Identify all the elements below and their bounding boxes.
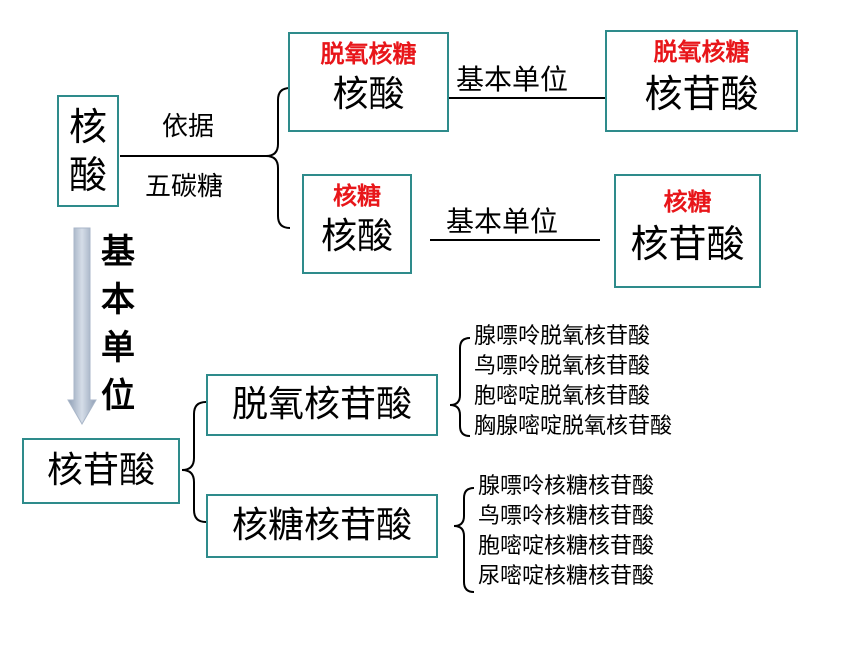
nucleotide-box: 核苷酸 (22, 438, 180, 504)
ribo-group-box: 核糖核苷酸 (206, 494, 438, 558)
ribo-nucleic-acid-box: 核糖 核酸 (302, 174, 412, 274)
ribo-group-label: 核糖核苷酸 (231, 505, 412, 546)
list-item: 尿嘧啶核糖核苷酸 (478, 564, 655, 589)
unit-char-4: 位 (101, 376, 135, 416)
ribo-nucleotide-box: 核糖 核苷酸 (614, 174, 761, 288)
deoxy-nucleic-acid-tag: 脱氧核糖 (320, 40, 417, 68)
basis-label-2: 五碳糖 (145, 172, 224, 202)
deoxy-nucleic-acid-box: 脱氧核糖 核酸 (288, 32, 449, 132)
unit-char-2: 本 (101, 280, 135, 320)
ribo-nucleotide-tag: 核糖 (663, 188, 712, 216)
deoxy-group-box: 脱氧核苷酸 (206, 374, 438, 436)
basis-label-1: 依据 (162, 112, 215, 142)
nucleotide-label: 核苷酸 (46, 450, 155, 491)
deoxy-group-label: 脱氧核苷酸 (231, 384, 412, 425)
ribo-nucleic-acid-name: 核酸 (320, 216, 393, 257)
nucleic-acid-bracket (265, 87, 291, 229)
list-item: 腺嘌呤核糖核苷酸 (478, 474, 655, 499)
list-item: 胸腺嘧啶脱氧核苷酸 (474, 414, 673, 439)
top-link-label: 基本单位 (456, 63, 569, 96)
list-item: 鸟嘌呤脱氧核苷酸 (474, 354, 651, 379)
unit-vertical-label: 基 本 单 位 (98, 228, 138, 420)
list-item: 胞嘧啶脱氧核苷酸 (474, 384, 651, 409)
root-box: 核 酸 (57, 95, 119, 207)
list-item: 腺嘌呤脱氧核苷酸 (474, 324, 651, 349)
deoxy-items-list: 腺嘌呤脱氧核苷酸 鸟嘌呤脱氧核苷酸 胞嘧啶脱氧核苷酸 胸腺嘧啶脱氧核苷酸 (474, 322, 672, 442)
ribo-nucleic-acid-tag: 核糖 (333, 182, 381, 210)
unit-char-3: 单 (101, 328, 135, 368)
bottom-link-label: 基本单位 (446, 205, 559, 238)
root-char-1: 核 (68, 105, 107, 149)
ribo-items-bracket (453, 487, 475, 593)
deoxy-nucleotide-box: 脱氧核糖 核苷酸 (605, 30, 798, 132)
list-item: 鸟嘌呤核糖核苷酸 (478, 504, 655, 529)
deoxy-nucleotide-name: 核苷酸 (644, 72, 759, 116)
list-item: 胞嘧啶核糖核苷酸 (478, 534, 655, 559)
deoxy-nucleotide-tag: 脱氧核糖 (653, 38, 750, 66)
unit-char-1: 基 (101, 232, 135, 272)
deoxy-items-bracket (449, 337, 471, 437)
down-arrow-icon (67, 227, 97, 425)
deoxy-nucleic-acid-name: 核酸 (332, 74, 405, 115)
root-char-2: 酸 (68, 153, 107, 197)
ribo-nucleotide-name: 核苷酸 (630, 222, 745, 266)
nucleotide-bracket (181, 401, 207, 523)
ribo-items-list: 腺嘌呤核糖核苷酸 鸟嘌呤核糖核苷酸 胞嘧啶核糖核苷酸 尿嘧啶核糖核苷酸 (478, 472, 654, 592)
